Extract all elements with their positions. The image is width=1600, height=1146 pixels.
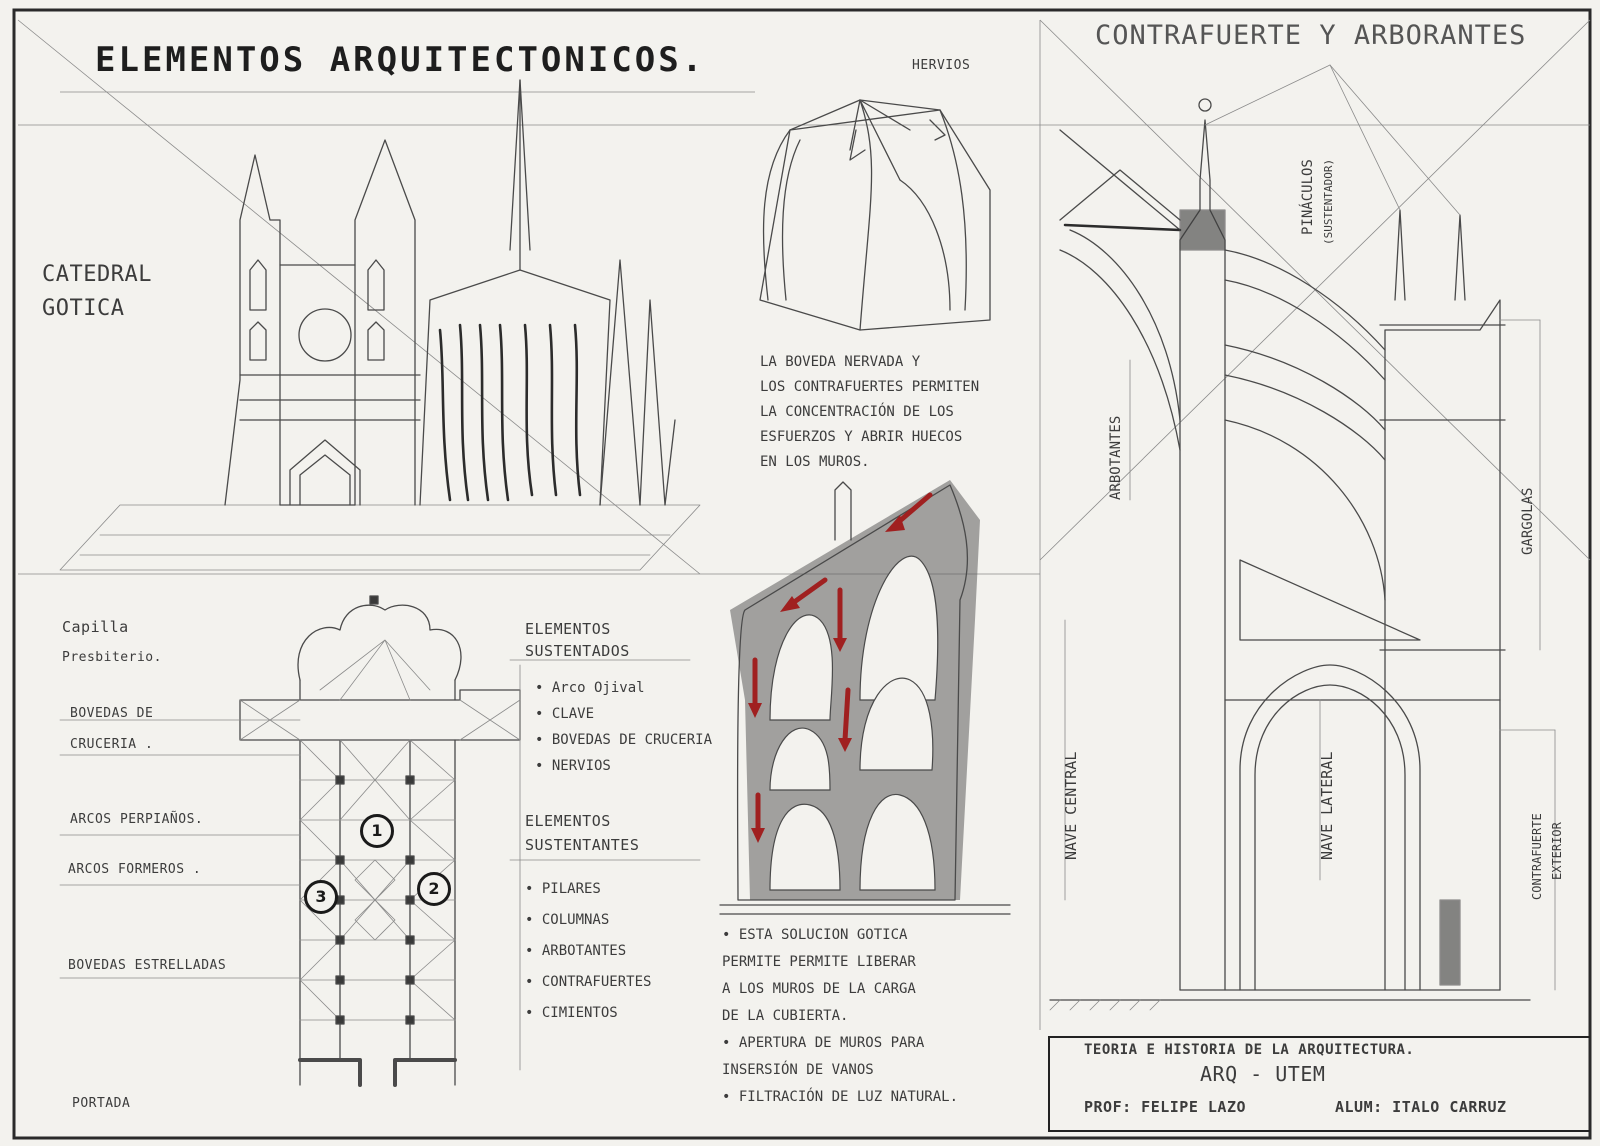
title-block-school: ARQ - UTEM <box>1200 1062 1326 1086</box>
solution-note-line: A LOS MUROS DE LA CARGA <box>722 981 916 997</box>
sustentados-item: CLAVE <box>535 706 712 732</box>
vault-note: LA BOVEDA NERVADA Y LOS CONTRAFUERTES PE… <box>760 350 979 475</box>
label-contrafuerte-1: CONTRAFUERTE <box>1530 813 1544 900</box>
sustentantes-item: CONTRAFUERTES <box>525 967 652 998</box>
sustentados-item: NERVIOS <box>535 758 712 784</box>
sustentantes-item: COLUMNAS <box>525 905 651 936</box>
label-arbotantes: ARBOTANTES <box>1108 415 1124 500</box>
buttress-model <box>719 480 1011 915</box>
label-arcos-perpianos: ARCOS PERPIAÑOS. <box>70 812 204 827</box>
solution-note-line: • ESTA SOLUCION GOTICA <box>722 927 908 943</box>
sustentantes-item: PILARES <box>525 874 651 905</box>
label-nave-central: NAVE CENTRAL <box>1062 751 1080 860</box>
sustentantes-list: PILARES COLUMNAS ARBOTANTES CONTRAFUERTE… <box>525 874 652 1029</box>
plan-marker-3: 3 <box>304 880 338 914</box>
solution-note-line: PERMITE PERMITE LIBERAR <box>722 954 916 970</box>
sustentantes-item: ARBOTANTES <box>525 936 651 967</box>
solution-note-line: • APERTURA DE MUROS PARA <box>722 1035 925 1051</box>
vault-note-line: ESFUERZOS Y ABRIR HUECOS <box>760 429 963 445</box>
solution-note-line: • FILTRACIÓN DE LUZ NATURAL. <box>722 1089 959 1105</box>
title-block-prof: PROF: FELIPE LAZO <box>1084 1098 1247 1116</box>
floor-plan <box>59 595 701 1087</box>
label-capilla: Capilla <box>62 618 129 636</box>
title-block-course: TEORIA E HISTORIA DE LA ARQUITECTURA. <box>1084 1042 1415 1058</box>
sustentantes-item: CIMIENTOS <box>525 998 651 1029</box>
sustentados-list: Arco Ojival CLAVE BOVEDAS DE CRUCERIA NE… <box>535 680 712 784</box>
vault-note-line: EN LOS MUROS. <box>760 454 870 470</box>
sustentados-item: Arco Ojival <box>535 680 712 706</box>
plan-marker-2: 2 <box>417 872 451 906</box>
cathedral-label-line1: CATEDRAL <box>42 262 152 287</box>
page-title: ELEMENTOS ARQUITECTONICOS. <box>95 40 706 80</box>
sustentados-heading-2: SUSTENTADOS <box>525 642 630 660</box>
solution-note-line: INSERSIÓN DE VANOS <box>722 1062 874 1078</box>
label-presbiterio: Presbiterio. <box>62 650 162 665</box>
section-title: CONTRAFUERTE Y ARBORANTES <box>1095 20 1527 51</box>
solution-note: • ESTA SOLUCION GOTICA PERMITE PERMITE L… <box>722 922 958 1111</box>
vault-note-line: LA CONCENTRACIÓN DE LOS <box>760 404 954 420</box>
label-gargolas: GARGOLAS <box>1520 487 1536 555</box>
label-bovedas-cruceria-2: CRUCERIA . <box>70 737 154 752</box>
sustentantes-heading-2: SUSTENTANTES <box>525 836 640 854</box>
label-sustentador: (SUSTENTADOR) <box>1322 158 1335 245</box>
label-pinaculos: PINÁCULOS <box>1300 159 1316 235</box>
vault-label: HERVIOS <box>912 58 971 73</box>
label-nave-lateral: NAVE LATERAL <box>1318 751 1336 860</box>
title-block: TEORIA E HISTORIA DE LA ARQUITECTURA. AR… <box>1048 1036 1590 1132</box>
section-buttress-drawing <box>1049 64 1556 1011</box>
sustentantes-heading-1: ELEMENTOS <box>525 812 611 830</box>
label-bovedas-estrelladas: BOVEDAS ESTRELLADAS <box>68 958 227 973</box>
label-contrafuerte-2: EXTERIOR <box>1550 822 1564 880</box>
sheet-frame <box>12 8 1592 1140</box>
title-block-student: ALUM: ITALO CARRUZ <box>1335 1098 1507 1116</box>
vault-note-line: LOS CONTRAFUERTES PERMITEN <box>760 379 980 395</box>
vault-note-line: LA BOVEDA NERVADA Y <box>760 354 921 370</box>
cathedral-label-line2: GOTICA <box>42 296 125 321</box>
solution-note-line: DE LA CUBIERTA. <box>722 1008 849 1024</box>
cathedral-sketch <box>59 79 701 571</box>
label-portada: PORTADA <box>72 1096 131 1111</box>
label-arcos-formeros: ARCOS FORMEROS . <box>68 862 202 877</box>
sustentados-heading-1: ELEMENTOS <box>525 620 611 638</box>
ribbed-vault-sketch <box>759 99 991 331</box>
plan-marker-1: 1 <box>360 814 394 848</box>
sustentados-item: BOVEDAS DE CRUCERIA <box>535 732 712 758</box>
label-bovedas-cruceria-1: BOVEDAS DE <box>70 706 154 721</box>
